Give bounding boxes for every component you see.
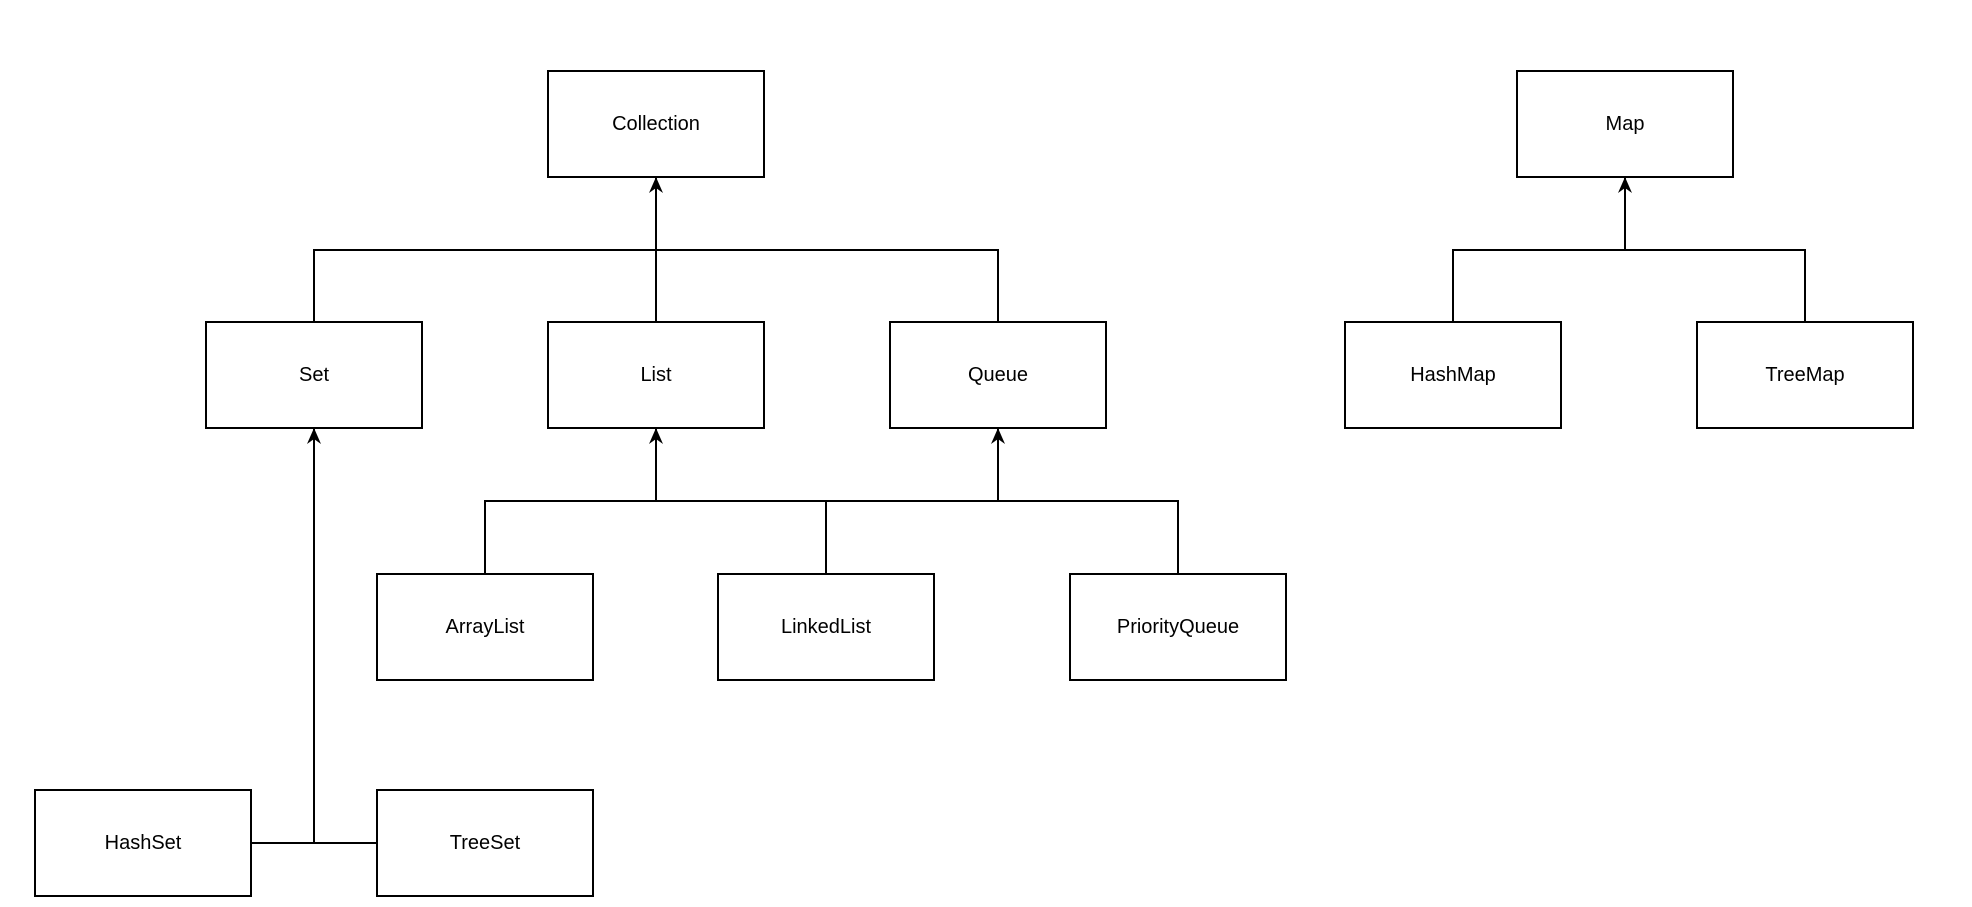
node-priorityqueue: PriorityQueue [1069,573,1287,681]
node-set: Set [205,321,423,429]
node-hashset: HashSet [34,789,252,897]
node-treemap-box [1696,321,1914,429]
node-map: Map [1516,70,1734,178]
node-treeset-box [376,789,594,897]
node-list-label: List [640,364,672,386]
node-set-box [205,321,423,429]
node-treemap: TreeMap [1696,321,1914,429]
node-hashset-label: HashSet [105,832,182,854]
node-queue-label: Queue [968,364,1028,386]
node-arraylist-box [376,573,594,681]
node-queue-box [889,321,1107,429]
node-list: List [547,321,765,429]
node-priorityqueue-box [1069,573,1287,681]
node-hashmap-label: HashMap [1410,364,1496,386]
node-list-box [547,321,765,429]
node-linkedlist: LinkedList [717,573,935,681]
edge-map-children-rail [1452,249,1806,322]
node-treeset-label: TreeSet [450,832,521,854]
node-map-label: Map [1606,113,1645,135]
node-hashmap-box [1344,321,1562,429]
node-collection-box [547,70,765,178]
node-collection: Collection [547,70,765,178]
edge-list-queue-children-rail [484,500,1179,574]
edge-layer [251,177,1806,844]
node-set-label: Set [299,364,329,386]
node-arraylist-label: ArrayList [446,616,525,638]
node-layer: Collection Map Set List Queue HashMap Tr… [34,70,1914,897]
node-linkedlist-box [717,573,935,681]
node-linkedlist-label: LinkedList [781,616,872,638]
node-priorityqueue-label: PriorityQueue [1117,616,1239,638]
node-queue: Queue [889,321,1107,429]
node-map-box [1516,70,1734,178]
node-hashset-box [34,789,252,897]
node-arraylist: ArrayList [376,573,594,681]
node-hashmap: HashMap [1344,321,1562,429]
node-treemap-label: TreeMap [1765,364,1844,386]
node-collection-label: Collection [612,113,700,135]
node-treeset: TreeSet [376,789,594,897]
